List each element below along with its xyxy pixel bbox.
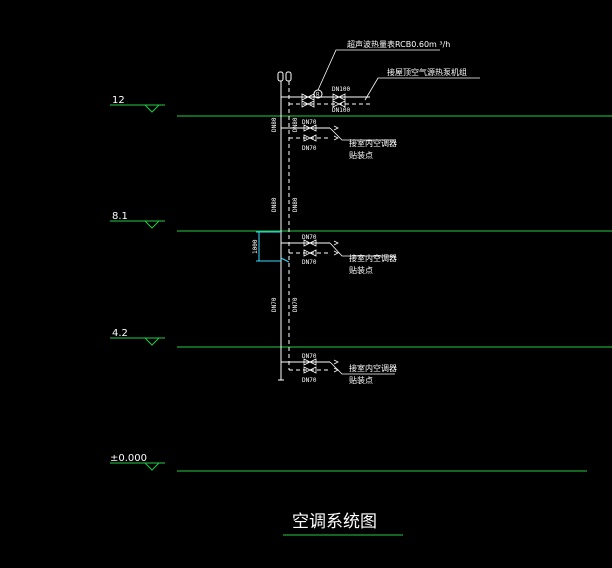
floor-label-line2: 贴装点 bbox=[349, 150, 373, 160]
pipe-size-label: DN70 bbox=[302, 377, 317, 384]
elevation-marker-icon bbox=[144, 337, 160, 346]
drawing-title: 空调系统图 bbox=[292, 512, 377, 532]
valve-icon bbox=[303, 134, 317, 142]
leader-line bbox=[364, 77, 480, 101]
floor-label-line2: 贴装点 bbox=[349, 375, 373, 385]
level-0: ±0.000 bbox=[110, 453, 587, 472]
valve-icon bbox=[303, 239, 317, 247]
pipe-size-label: DN70 bbox=[302, 234, 317, 241]
level-12: 12 bbox=[110, 95, 612, 117]
pipe-size-label: DN70 bbox=[302, 353, 317, 360]
connect-top-label: 接屋顶空气源热泵机组 bbox=[387, 67, 467, 77]
valve-icon bbox=[303, 249, 317, 257]
valve-icon bbox=[332, 93, 346, 101]
riser-size-label: DN80 bbox=[271, 117, 278, 132]
elevation-label: ±0.000 bbox=[110, 453, 147, 464]
elevation-marker-icon bbox=[144, 462, 160, 471]
valve-icon bbox=[303, 358, 317, 366]
riser-size-label: DN70 bbox=[271, 297, 278, 312]
riser-size-label: DN80 bbox=[292, 197, 299, 212]
roof-connection: R 超声波热量表RCB0.60m ³/h 接屋顶空气源热泵机组 DN100 DN… bbox=[281, 39, 480, 114]
pipe-size-label: DN100 bbox=[332, 107, 350, 114]
floor-branch-top: DN70 DN70 接室内空调器 贴装点 bbox=[281, 119, 397, 160]
elevation-marker-icon bbox=[144, 104, 160, 113]
valve-icon bbox=[301, 93, 315, 101]
valve-icon bbox=[303, 366, 317, 374]
floor-label-line1: 接室内空调器 bbox=[349, 363, 397, 373]
riser-size-label: DN80 bbox=[292, 117, 299, 132]
floor-label-line1: 接室内空调器 bbox=[349, 138, 397, 148]
elevation-marker-icon bbox=[144, 220, 160, 229]
riser-size-label: DN80 bbox=[271, 197, 278, 212]
leader-line bbox=[329, 127, 395, 141]
floor-branch-low: DN70 DN70 接室内空调器 贴装点 bbox=[281, 353, 397, 385]
level-8-1: 8.1 bbox=[110, 211, 612, 232]
pipe-size-label: DN70 bbox=[302, 259, 317, 266]
dimension-label: 1000 bbox=[252, 239, 259, 254]
leader-line bbox=[317, 49, 440, 91]
elevation-label: 4.2 bbox=[112, 328, 128, 339]
riser-size-label: DN70 bbox=[292, 297, 299, 312]
elevation-label: 8.1 bbox=[112, 211, 128, 222]
level-4-2: 4.2 bbox=[110, 328, 612, 348]
air-vent-icon bbox=[277, 71, 284, 82]
valve-icon bbox=[303, 124, 317, 132]
pipe-size-label: DN100 bbox=[332, 86, 350, 93]
valve-icon bbox=[332, 100, 346, 108]
valve-icon bbox=[301, 100, 315, 108]
svg-text:R: R bbox=[316, 92, 320, 98]
pipe-size-label: DN70 bbox=[302, 119, 317, 126]
leader-line bbox=[329, 361, 395, 375]
meter-label: 超声波热量表RCB0.60m ³/h bbox=[347, 39, 450, 49]
riser-pipes bbox=[277, 71, 292, 381]
drawing-title-block: 空调系统图 bbox=[283, 512, 403, 536]
pipe-size-label: DN70 bbox=[302, 145, 317, 152]
leader-line bbox=[329, 242, 395, 257]
floor-branch-mid: DN70 DN70 接室内空调器 贴装点 1000 bbox=[252, 231, 397, 275]
air-vent-icon bbox=[285, 71, 292, 82]
elevation-label: 12 bbox=[112, 95, 125, 106]
floor-label-line1: 接室内空调器 bbox=[349, 253, 397, 263]
floor-label-line2: 贴装点 bbox=[349, 265, 373, 275]
